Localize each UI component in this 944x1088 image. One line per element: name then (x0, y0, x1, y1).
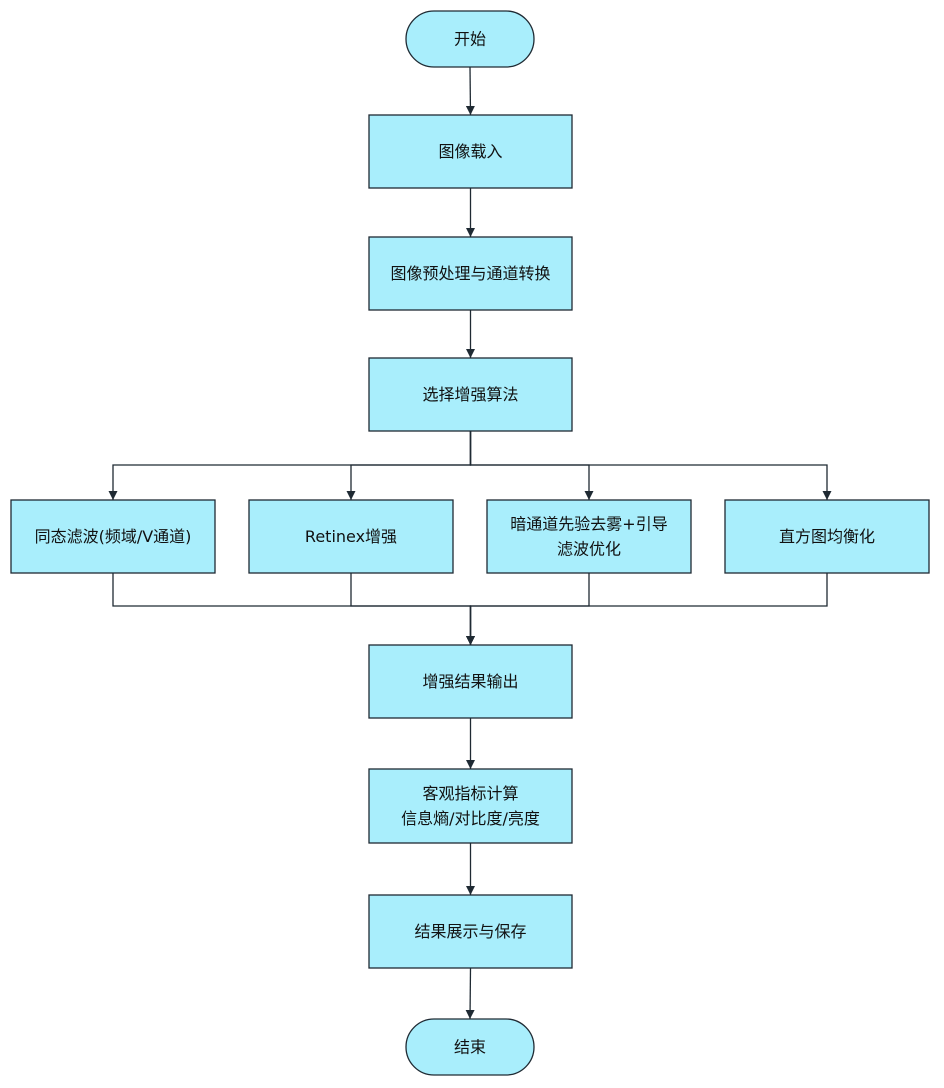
node-output: 增强结果输出 (368, 644, 573, 719)
process-box (368, 236, 573, 311)
edge-dark-channel-to-output (465, 573, 590, 645)
node-load: 图像载入 (368, 114, 573, 189)
node-label: 选择增强算法 (422, 385, 518, 404)
process-box (368, 114, 573, 189)
edge-select-to-retinex (346, 431, 472, 500)
node-label: 图像预处理与通道转换 (390, 264, 550, 283)
terminal-shape (405, 1018, 535, 1076)
node-label: 暗通道先验去雾+引导 (510, 515, 667, 534)
node-label: 增强结果输出 (422, 672, 518, 691)
process-box (248, 499, 454, 574)
node-label: 滤波优化 (557, 540, 621, 559)
process-box (10, 499, 216, 574)
node-end: 结束 (405, 1018, 535, 1076)
process-box (368, 644, 573, 719)
node-label: 结束 (454, 1038, 486, 1057)
process-box (368, 357, 573, 432)
node-label: 直方图均衡化 (779, 527, 875, 546)
node-retinex: Retinex增强 (248, 499, 454, 574)
node-display: 结果展示与保存 (368, 894, 573, 969)
edge-start-to-load (465, 66, 475, 116)
terminal-shape (405, 10, 535, 68)
edge-histogram-to-output (465, 573, 828, 645)
edge-display-to-end (465, 967, 475, 1020)
node-label: 结果展示与保存 (414, 922, 526, 941)
node-histogram: 直方图均衡化 (724, 499, 930, 574)
edge-homomorphic-to-output (112, 573, 476, 645)
process-box (368, 768, 573, 844)
process-box (368, 894, 573, 969)
node-label: 开始 (454, 30, 486, 49)
process-box (724, 499, 930, 574)
node-preprocess: 图像预处理与通道转换 (368, 236, 573, 311)
node-label: Retinex增强 (305, 527, 397, 546)
node-select: 选择增强算法 (368, 357, 573, 432)
edge-select-to-histogram (469, 431, 832, 500)
process-box (486, 499, 692, 574)
node-label: 信息熵/对比度/亮度 (401, 809, 540, 828)
node-homomorphic: 同态滤波(频域/V通道) (10, 499, 216, 574)
node-start: 开始 (405, 10, 535, 68)
node-label: 图像载入 (438, 142, 502, 161)
node-label: 同态滤波(频域/V通道) (35, 527, 192, 546)
edge-retinex-to-output (350, 573, 476, 645)
node-label: 客观指标计算 (422, 784, 518, 803)
